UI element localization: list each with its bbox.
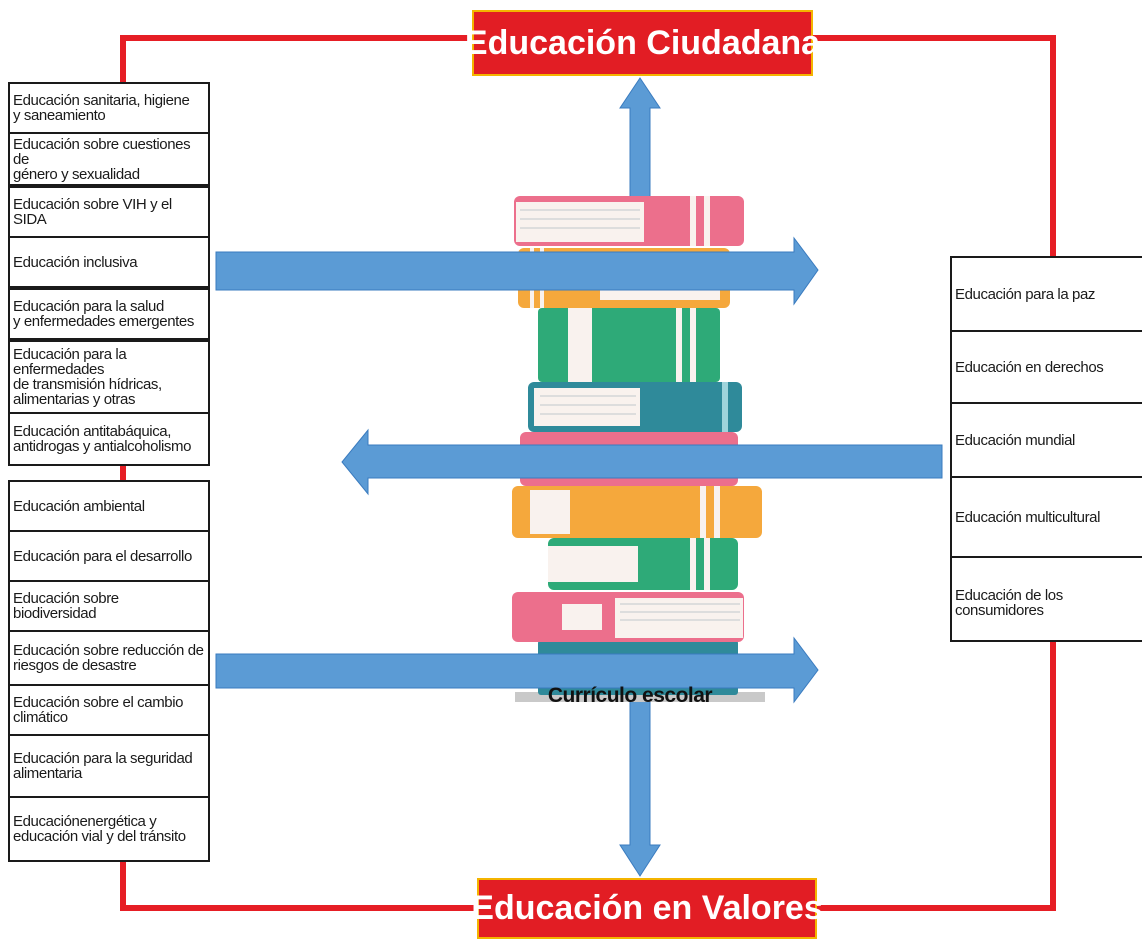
list-item-seguridad-alimentaria: Educación para la seguridad alimentaria [8, 734, 210, 798]
list-item-desarrollo: Educación para el desarrollo [8, 530, 210, 582]
list-item-inclusiva: Educación inclusiva [8, 236, 210, 288]
title-educacion-en-valores: Educación en Valores [471, 878, 823, 939]
title-educacion-ciudadana: Educación Ciudadana [465, 10, 820, 76]
list-item-antitabaquica: Educación antitabáquica, antidrogas y an… [8, 412, 210, 466]
list-item-biodiversidad: Educación sobre biodiversidad [8, 580, 210, 632]
frame-line-right-lower [1050, 640, 1056, 910]
list-item-multicultural: Educación multicultural [950, 476, 1142, 558]
list-item-vih-sida: Educación sobre VIH y el SIDA [8, 186, 210, 238]
frame-line-top-left [120, 35, 475, 41]
arrow-right-lower [215, 636, 819, 704]
list-item-enfermedades: Educación para la enfermedades de transm… [8, 340, 210, 414]
frame-line-bottom-right [815, 905, 1056, 911]
frame-line-right-upper [1050, 35, 1056, 257]
list-item-genero: Educación sobre cuestiones de género y s… [8, 132, 210, 186]
arrow-left-middle [341, 428, 943, 496]
arrow-right-upper [215, 236, 819, 306]
list-item-paz: Educación para la paz [950, 256, 1142, 332]
list-item-mundial: Educación mundial [950, 402, 1142, 478]
frame-line-bottom-left [120, 905, 480, 911]
center-label-curriculo: Currículo escolar [547, 684, 713, 707]
frame-line-left-upper [120, 35, 126, 85]
list-item-sanitaria: Educación sanitaria, higiene y saneamien… [8, 82, 210, 134]
list-item-ambiental: Educación ambiental [8, 480, 210, 532]
list-item-derechos: Educación en derechos [950, 330, 1142, 404]
list-item-consumidores: Educación de los consumidores [950, 556, 1142, 642]
list-item-energetica-vial: Educaciónenergética y educación vial y d… [8, 796, 210, 862]
frame-line-left-gap [120, 464, 126, 482]
list-item-salud: Educación para la salud y enfermedades e… [8, 288, 210, 340]
frame-line-left-lower [120, 860, 126, 910]
list-item-cambio-climatico: Educación sobre el cambio climático [8, 684, 210, 736]
frame-line-top-right [812, 35, 1056, 41]
list-item-desastre: Educación sobre reducción de riesgos de … [8, 630, 210, 686]
